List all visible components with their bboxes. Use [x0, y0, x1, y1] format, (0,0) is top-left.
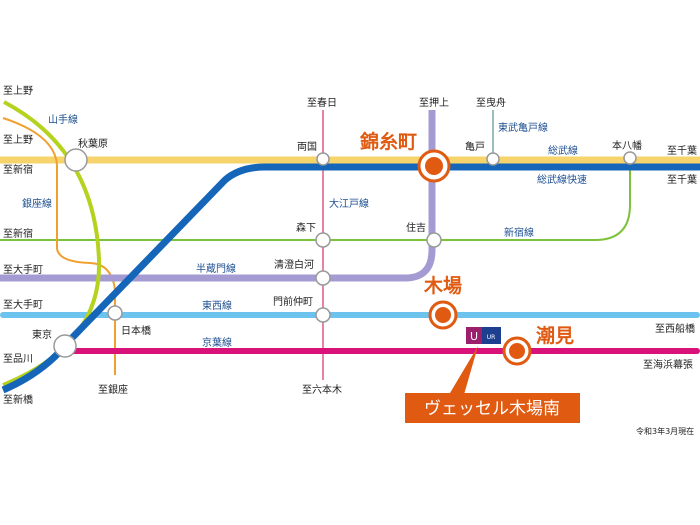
dest-chiba-1: 至千葉	[667, 144, 697, 157]
line-label-tobu-kameido: 東武亀戸線	[498, 121, 548, 134]
property-name: ヴェッセル木場南	[424, 399, 560, 419]
dest-shinjuku-2: 至新宿	[3, 227, 33, 240]
dest-ginza: 至銀座	[98, 383, 128, 396]
station-kiba-marker[interactable]	[428, 300, 458, 330]
station-morishita: 森下	[296, 221, 316, 234]
station-motoyawata-marker[interactable]	[623, 151, 637, 165]
station-monzen: 門前仲町	[273, 295, 313, 308]
line-label-ginza: 銀座線	[22, 197, 52, 210]
line-hanzomon	[0, 110, 436, 282]
callout-pointer	[447, 346, 478, 398]
station-akihabara: 秋葉原	[78, 137, 108, 150]
station-kameido-marker[interactable]	[486, 152, 500, 166]
dest-shinbashi: 至新橋	[3, 393, 33, 406]
station-tokyo: 東京	[32, 328, 52, 341]
station-shiomi: 潮見	[536, 325, 574, 347]
station-sumiyoshi: 住吉	[406, 221, 426, 234]
station-tokyo-marker[interactable]	[53, 334, 77, 358]
station-kiba: 木場	[423, 274, 462, 297]
station-akihabara-marker[interactable]	[64, 148, 88, 172]
line-ginza	[2, 117, 116, 375]
line-label-sobu: 総武線	[548, 144, 578, 157]
line-label-shinjuku: 新宿線	[504, 226, 534, 239]
station-kinshicho-marker[interactable]	[417, 149, 451, 183]
dest-otemachi-2: 至大手町	[3, 298, 43, 311]
station-shiomi-marker[interactable]	[502, 336, 532, 366]
station-kiyosumi-marker[interactable]	[315, 270, 331, 286]
dest-chiba-2: 至千葉	[667, 173, 697, 186]
dest-nishifunabashi: 至西船橋	[655, 322, 695, 335]
station-morishita-marker[interactable]	[315, 232, 331, 248]
station-kinshicho: 錦糸町	[360, 130, 417, 153]
station-nihonbashi-marker[interactable]	[107, 305, 123, 321]
svg-text:U: U	[470, 330, 478, 343]
station-monzen-marker[interactable]	[315, 307, 331, 323]
line-label-oedo: 大江戸線	[329, 197, 369, 210]
dest-hikifune: 至曳舟	[476, 96, 506, 109]
line-label-keiyo: 京葉線	[202, 336, 232, 349]
station-kameido: 亀戸	[465, 140, 485, 153]
dest-otemachi-1: 至大手町	[3, 263, 43, 276]
dest-kasuga: 至春日	[307, 97, 337, 109]
dest-kaihinmakuhari: 至海浜幕張	[643, 358, 693, 371]
svg-text:UR: UR	[487, 334, 496, 341]
ur-logo: U UR	[466, 327, 501, 344]
station-nihonbashi: 日本橋	[121, 324, 151, 337]
line-label-hanzomon: 半蔵門線	[196, 262, 236, 275]
dest-ueno-1: 至上野	[3, 85, 33, 97]
station-motoyawata: 本八幡	[612, 139, 642, 152]
line-label-tozai: 東西線	[202, 299, 232, 312]
station-sumiyoshi-marker[interactable]	[426, 232, 442, 248]
line-label-sobu-rapid: 総武線快速	[537, 173, 587, 186]
station-ryogoku: 両国	[297, 141, 317, 153]
dest-oshiage: 至押上	[419, 96, 449, 109]
date-note: 令和3年3月現在	[636, 426, 694, 436]
station-ryogoku-marker[interactable]	[316, 152, 330, 166]
dest-shinagawa: 至品川	[3, 353, 33, 365]
dest-roppongi: 至六本木	[302, 383, 342, 396]
line-label-yamanote: 山手線	[48, 113, 78, 126]
station-kiyosumi: 清澄白河	[274, 258, 314, 271]
line-shinjuku	[0, 158, 631, 241]
dest-ueno-2: 至上野	[3, 134, 33, 146]
dest-shinjuku-1: 至新宿	[3, 163, 33, 176]
property-callout[interactable]	[405, 393, 580, 423]
